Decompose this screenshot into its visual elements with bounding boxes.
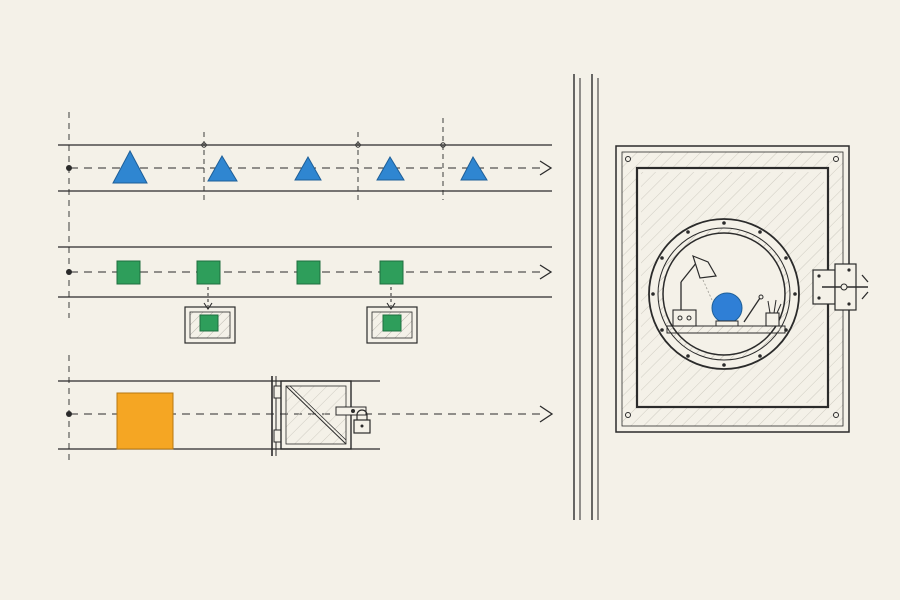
arrow-right-icon [539, 160, 553, 176]
hinge-icon [273, 429, 282, 443]
divider-wall [573, 74, 599, 520]
pencil-cup-icon [765, 299, 782, 327]
triangle-item [294, 155, 322, 181]
square-item [116, 260, 141, 285]
arrow-right-icon [539, 405, 554, 423]
round-window [648, 218, 800, 370]
lane-triangles [58, 112, 553, 225]
holding-tray [184, 306, 236, 344]
padlock-icon [353, 409, 371, 434]
globe [711, 292, 743, 327]
arrow-down-icon [386, 302, 396, 310]
arrow-down-icon [203, 302, 213, 310]
triangle-item [376, 156, 405, 181]
triangle-item [460, 155, 488, 181]
block-item [116, 392, 174, 450]
vault-door [615, 145, 869, 433]
locked-gate [271, 376, 371, 456]
side-latch [812, 263, 869, 311]
triangle-item [112, 149, 148, 184]
lane-squares [58, 225, 553, 344]
square-item [296, 260, 321, 285]
lane-block [58, 355, 554, 462]
desk-lamp-icon [680, 254, 717, 318]
arrow-right-icon [539, 264, 553, 280]
square-item [379, 260, 404, 285]
square-item [196, 260, 221, 285]
shelf [666, 325, 786, 334]
radio-icon [672, 309, 697, 327]
triangle-item [207, 155, 238, 182]
holding-tray [366, 306, 418, 344]
hinge-icon [273, 385, 282, 399]
